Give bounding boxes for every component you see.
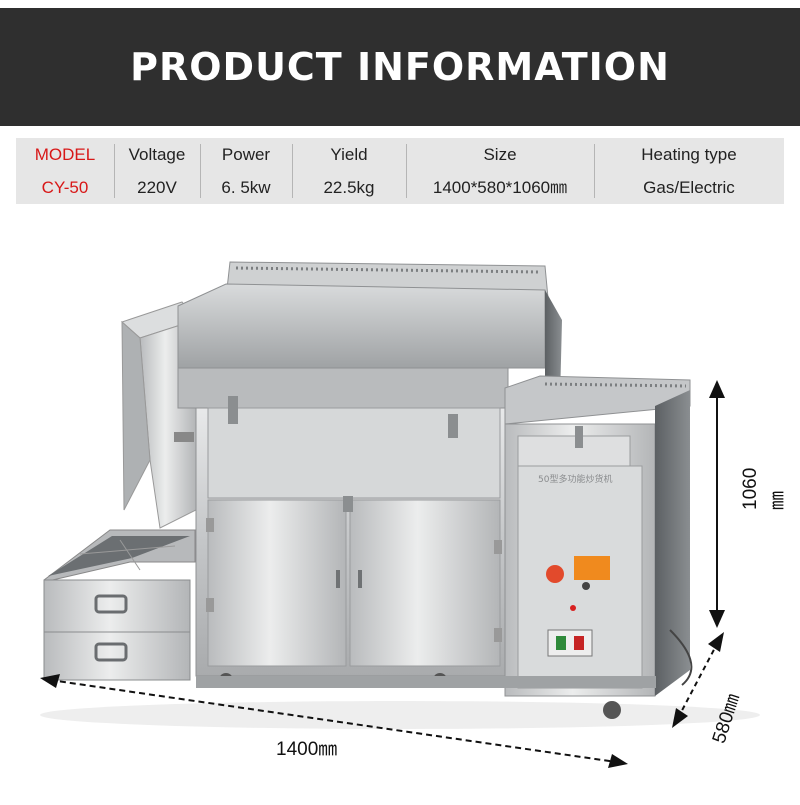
width-dimension-label: 1400㎜ [276, 739, 338, 760]
spec-header-row: MODEL Voltage Power Yield Size Heating t… [16, 138, 784, 171]
header-size: Size [483, 145, 517, 164]
column-divider [200, 144, 201, 198]
header-heating-type: Heating type [641, 145, 737, 164]
spec-value-row: CY-50 220V 6. 5kw 22.5kg 1400*580*1060㎜ … [16, 171, 784, 204]
cooling-tray [43, 529, 196, 681]
column-divider [114, 144, 115, 198]
column-divider [406, 144, 407, 198]
value-size: 1400*580*1060㎜ [432, 178, 568, 197]
machine-base [196, 676, 656, 688]
column-divider [594, 144, 595, 198]
header-power: Power [221, 145, 271, 164]
floor-shadow [40, 701, 760, 729]
value-heating-type: Gas/Electric [643, 178, 735, 197]
depth-dimension-arrow [672, 632, 724, 728]
column-divider [292, 144, 293, 198]
roaster-body [177, 261, 562, 687]
header-voltage: Voltage [128, 145, 186, 164]
panel-label: 50型多功能炒货机 [538, 473, 612, 485]
height-dimension-arrow [709, 380, 725, 628]
value-voltage: 220V [137, 178, 177, 197]
title-banner: PRODUCT INFORMATION [0, 8, 800, 126]
height-dimension-label: 1060㎜ [740, 467, 788, 510]
width-dimension-arrow [40, 674, 628, 768]
value-power: 6. 5kw [221, 178, 271, 197]
page-title: PRODUCT INFORMATION [130, 45, 670, 89]
roaster-machine-image: 50型多功能炒货机 [40, 261, 760, 768]
header-yield: Yield [330, 145, 368, 164]
product-illustration: 50型多功能炒货机 [0, 210, 800, 800]
value-model: CY-50 [41, 178, 89, 197]
header-model: MODEL [34, 145, 96, 164]
control-cabinet: 50型多功能炒货机 [504, 375, 693, 719]
spec-table: MODEL Voltage Power Yield Size Heating t… [16, 138, 784, 204]
value-yield: 22.5kg [323, 178, 375, 197]
feed-chute [121, 301, 197, 529]
